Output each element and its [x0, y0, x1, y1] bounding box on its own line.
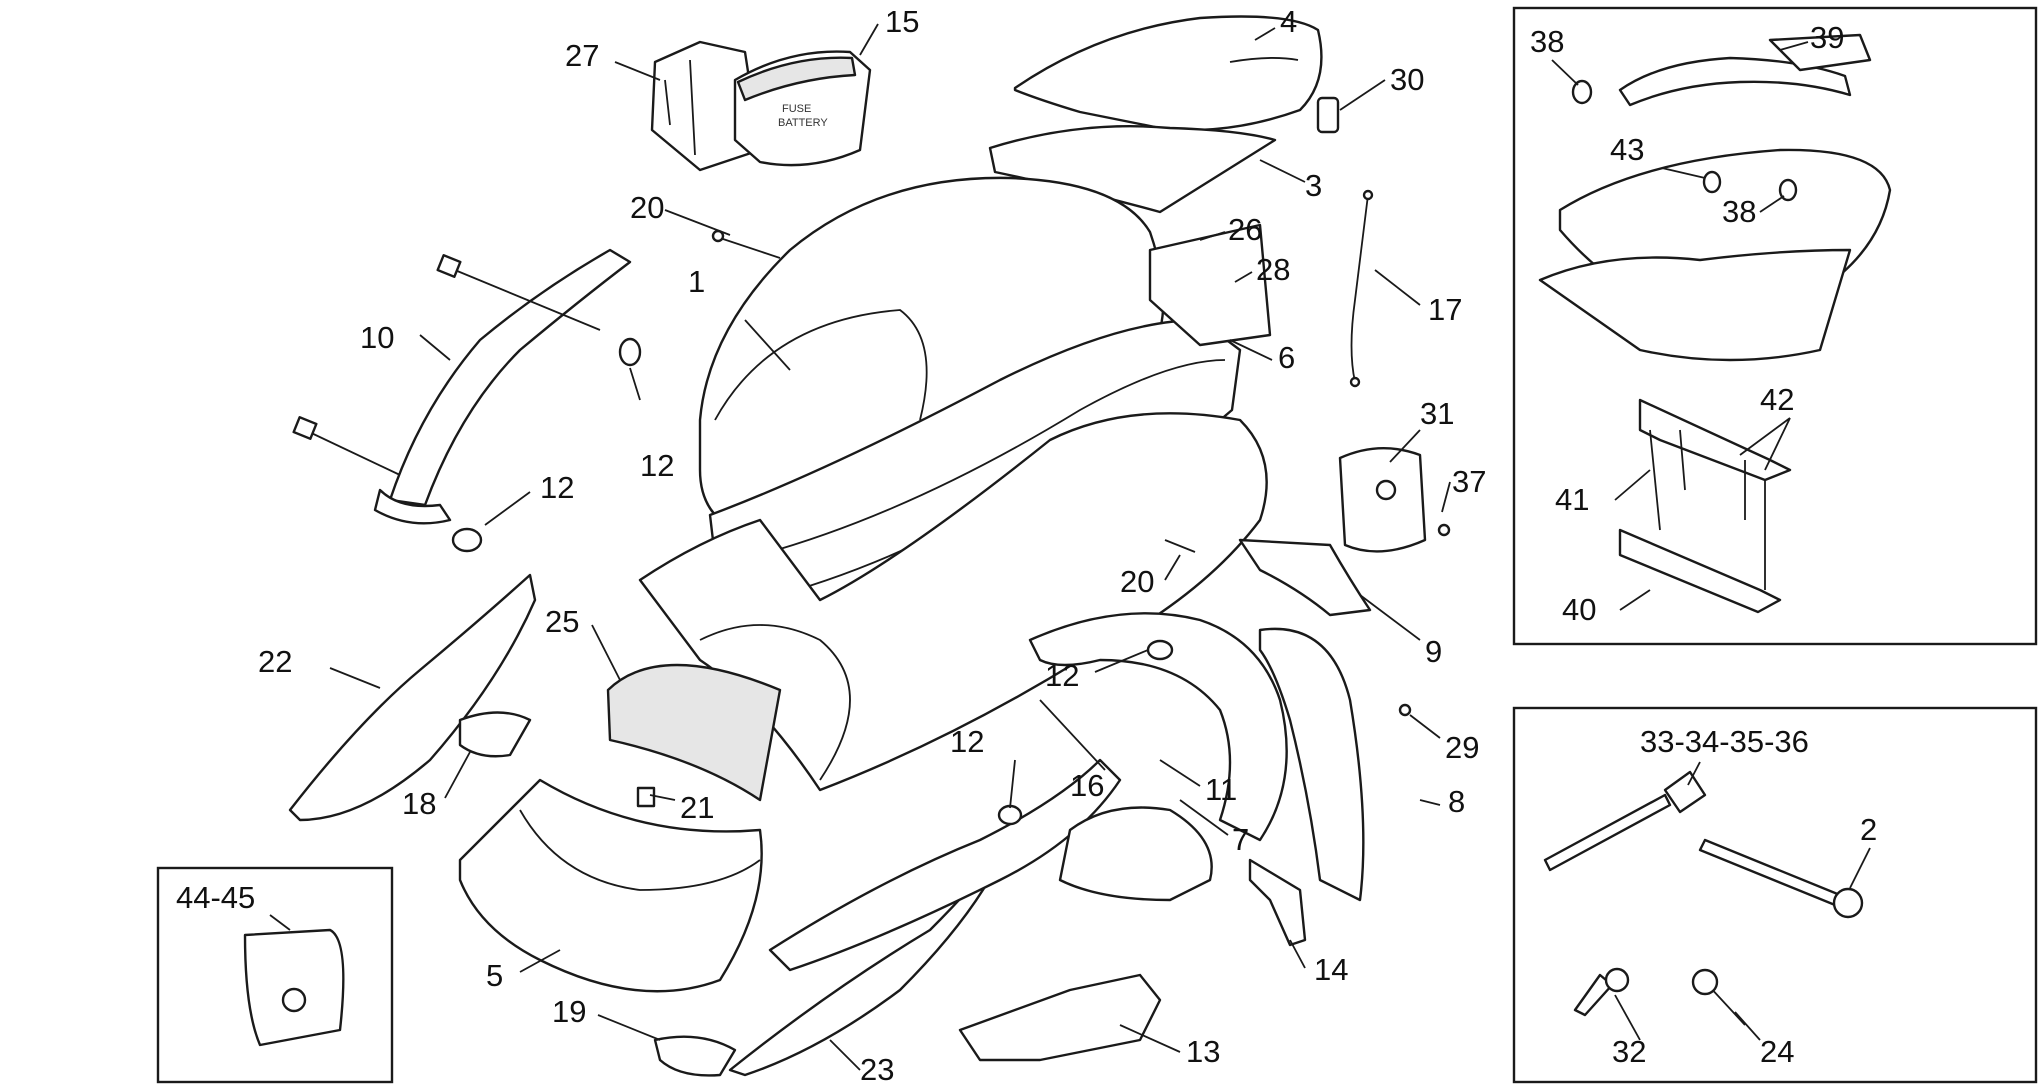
fuse-box-text-line2: BATTERY	[778, 117, 828, 129]
callout-28: 28	[1256, 252, 1290, 287]
callout-12b: 12	[540, 470, 574, 505]
callout-7: 7	[1232, 822, 1249, 857]
callout-30: 30	[1390, 62, 1424, 97]
rear-mudguard-8	[1258, 627, 1365, 902]
callout-38a: 38	[1530, 24, 1564, 59]
callout-26: 26	[1228, 212, 1262, 247]
spacer-30	[1316, 96, 1340, 134]
callout-1: 1	[688, 264, 705, 299]
inset-top-right-box	[1512, 6, 2038, 646]
screw-37	[1437, 523, 1451, 537]
callout-22: 22	[258, 644, 292, 679]
callout-20b: 20	[1120, 564, 1154, 599]
callout-32: 32	[1612, 1034, 1646, 1069]
washers-12	[451, 337, 1174, 826]
callout-10: 10	[360, 320, 394, 355]
callout-39: 39	[1810, 20, 1844, 55]
cover-grille-25	[606, 663, 782, 802]
callout-12d: 12	[950, 724, 984, 759]
lower-panel-5	[458, 778, 763, 993]
callout-2: 2	[1860, 812, 1877, 847]
screw-20a	[711, 229, 781, 259]
rack-inset-39	[1618, 33, 1872, 107]
callout-41: 41	[1555, 482, 1589, 517]
callout-12a: 12	[640, 448, 674, 483]
callout-38b: 38	[1722, 194, 1756, 229]
screw-32	[1573, 967, 1630, 1017]
callout-44-45: 44-45	[176, 880, 255, 915]
rear-rack-4	[1013, 15, 1323, 180]
callout-14: 14	[1314, 952, 1348, 987]
callout-16: 16	[1070, 768, 1104, 803]
clip-44-45	[243, 928, 345, 1047]
callout-24: 24	[1760, 1034, 1794, 1069]
seal-26-28	[1148, 223, 1272, 347]
screw-10b	[292, 416, 401, 476]
inner-fender-11	[1028, 612, 1288, 902]
pad-19	[653, 1035, 737, 1077]
callout-5: 5	[486, 958, 503, 993]
grab-handle-10	[373, 248, 632, 525]
callout-29: 29	[1445, 730, 1479, 765]
callout-8: 8	[1448, 784, 1465, 819]
callout-18: 18	[402, 786, 436, 821]
callout-43: 43	[1610, 132, 1644, 167]
screw-29	[1398, 703, 1412, 717]
screw-20b	[1164, 539, 1196, 553]
callout-20a: 20	[630, 190, 664, 225]
plate-31	[1338, 447, 1427, 553]
side-cover-7	[768, 758, 1122, 972]
callout-42: 42	[1760, 382, 1794, 417]
screw-10a	[436, 254, 601, 331]
callout-9: 9	[1425, 634, 1442, 669]
callout-40: 40	[1562, 592, 1596, 627]
bracket-13	[958, 973, 1162, 1062]
fuse-box-text-line1: FUSE	[782, 103, 811, 115]
inset-bottom-left-box	[156, 866, 394, 1084]
callout-13: 13	[1186, 1034, 1220, 1069]
bracket-9	[1238, 538, 1372, 617]
inset-leader-lines	[1551, 41, 1871, 1041]
bolt-2	[1698, 838, 1864, 919]
pad-18	[458, 711, 532, 758]
callout-25: 25	[545, 604, 579, 639]
callout-labels: 27 15 4 30 3 20 26 28 17 1 6 10 12 12 31…	[176, 4, 1877, 1087]
callout-27: 27	[565, 38, 599, 73]
rack-inset-lower	[1538, 148, 1892, 362]
rear-body-cover-16	[638, 412, 1268, 792]
callout-33-34-35-36: 33-34-35-36	[1640, 724, 1809, 759]
fuse-battery-cover-15: FUSE BATTERY	[733, 50, 872, 167]
screw-24	[1691, 968, 1746, 1026]
callout-21: 21	[680, 790, 714, 825]
leader-lines	[269, 23, 1451, 1071]
callout-3: 3	[1305, 168, 1322, 203]
callout-11: 11	[1205, 772, 1237, 807]
side-cover-22	[288, 573, 537, 822]
callout-31: 31	[1420, 396, 1454, 431]
callout-15: 15	[885, 4, 919, 39]
bracket-41-40	[1618, 398, 1792, 614]
callout-37: 37	[1452, 464, 1486, 499]
callout-4: 4	[1280, 4, 1297, 39]
inset-bottom-right-box	[1512, 706, 2038, 1084]
clip-21	[636, 786, 656, 808]
callout-17: 17	[1428, 292, 1462, 327]
callout-12c: 12	[1045, 658, 1079, 693]
cable-17	[1349, 189, 1374, 388]
callout-6: 6	[1278, 340, 1295, 375]
callout-23: 23	[860, 1052, 894, 1087]
bolt-33-36	[1543, 770, 1707, 872]
clip-14	[1248, 858, 1307, 947]
caps-38-43	[1571, 79, 1798, 202]
callout-19: 19	[552, 994, 586, 1029]
